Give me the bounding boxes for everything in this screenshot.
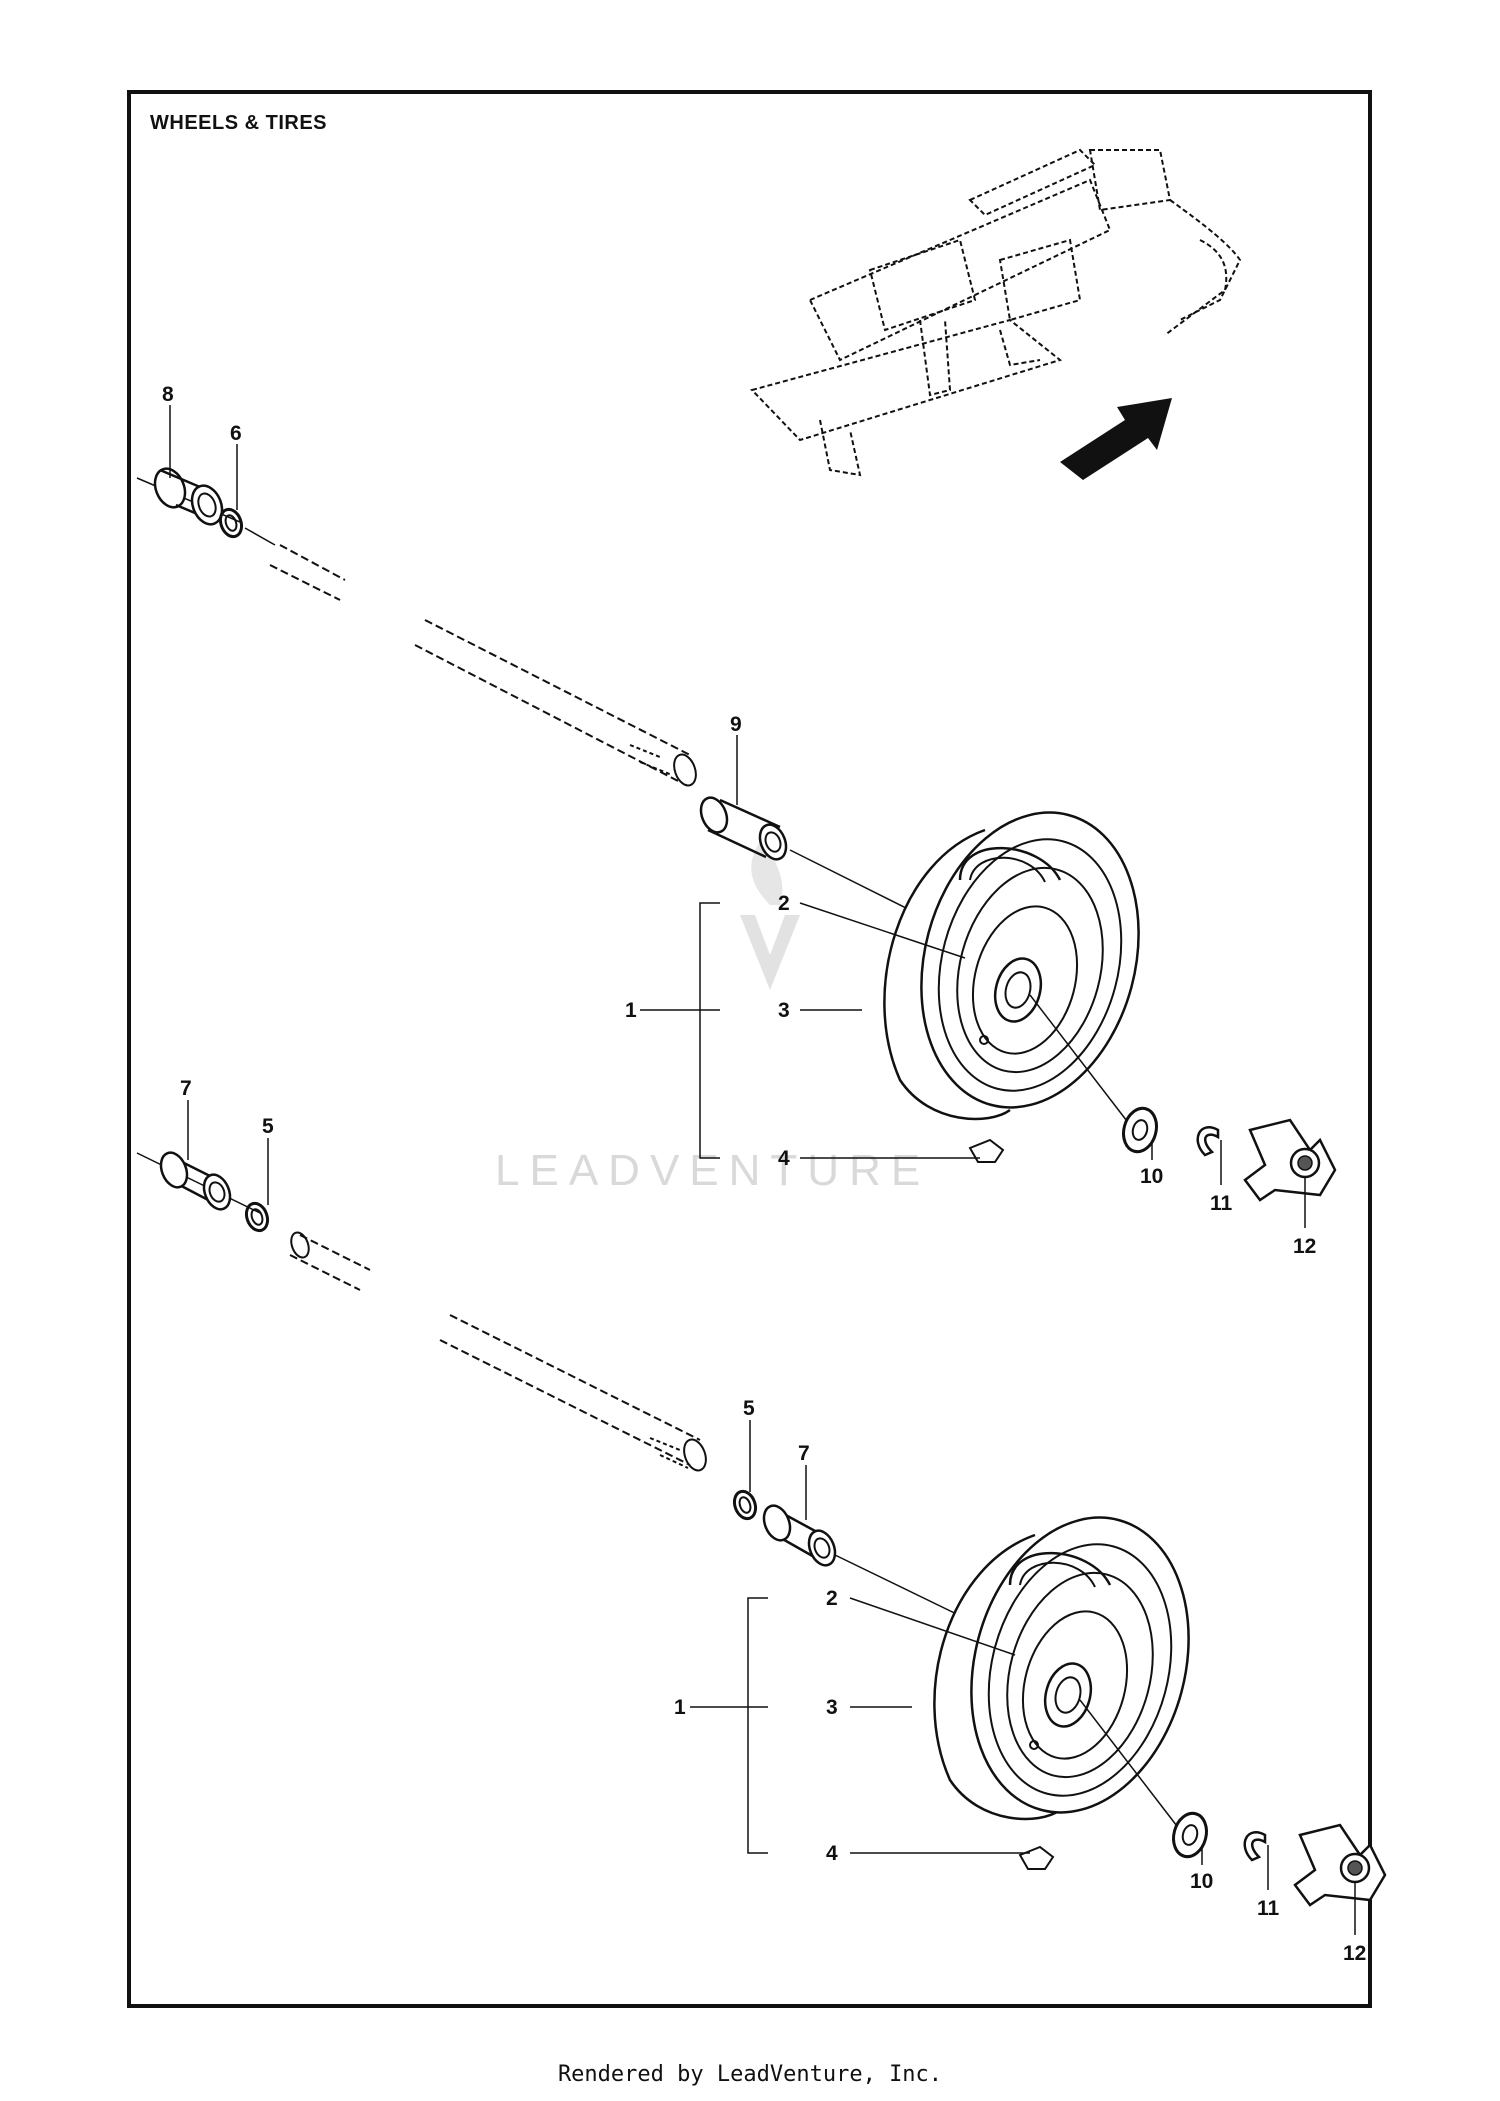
axle-lower [289, 1234, 701, 1466]
wheel-assembly-upper [883, 811, 1140, 1121]
callout-10-upper: 10 [1140, 1165, 1163, 1188]
callout-5: 5 [262, 1115, 274, 1138]
callout-9: 9 [730, 713, 742, 736]
spacer-9 [699, 796, 788, 861]
callout-3-lower: 3 [826, 1696, 838, 1719]
axle-upper [269, 544, 691, 783]
callout-3-upper: 3 [778, 999, 790, 1022]
callout-4-lower: 4 [826, 1842, 838, 1865]
clip-11-lower [1243, 1831, 1267, 1862]
spacer-8 [153, 467, 224, 526]
front-direction-arrow [1060, 398, 1172, 480]
valve-stem-4-upper [968, 1138, 1005, 1163]
upper-axle-assembly: 8 6 9 2 3 1 4 10 11 12 [136, 383, 1337, 1258]
callout-1-lower: 1 [674, 1696, 686, 1719]
diagram-title: WHEELS & TIRES [150, 112, 328, 134]
clip-11-upper [1196, 1126, 1220, 1157]
callout-11-upper: 11 [1210, 1192, 1233, 1215]
washer-10-upper [1122, 1106, 1158, 1154]
washer-6 [218, 507, 244, 539]
leader-lines-lower [187, 1100, 1356, 1935]
callout-4-upper: 4 [778, 1147, 790, 1170]
callout-12-upper: 12 [1293, 1235, 1316, 1258]
callout-8: 8 [162, 383, 174, 406]
render-credit-footer: Rendered by LeadVenture, Inc. [557, 2062, 943, 2087]
callout-5-mid: 5 [743, 1397, 755, 1420]
washer-5-mid [732, 1489, 758, 1521]
watermark-text: LEADVENTURE [495, 1146, 930, 1195]
callout-2-upper: 2 [778, 892, 790, 915]
washer-5 [244, 1201, 270, 1233]
callout-1-upper: 1 [625, 999, 637, 1022]
spacer-7-mid [762, 1504, 837, 1567]
wheel-assembly-lower [933, 1516, 1190, 1821]
tractor-frame-locator [750, 148, 1242, 477]
diagram-frame [127, 90, 1372, 2008]
callout-7-mid: 7 [798, 1442, 810, 1465]
callout-10-lower: 10 [1190, 1870, 1213, 1893]
valve-stem-4-lower [1018, 1845, 1055, 1870]
lower-axle-assembly: 7 5 5 7 2 3 1 4 10 11 12 [136, 1077, 1387, 1965]
hub-cap-12-lower [1293, 1823, 1387, 1907]
spacer-7 [159, 1151, 232, 1211]
callout-7: 7 [180, 1077, 192, 1100]
axle-end-knurl-lower [290, 1231, 707, 1472]
leader-lines-upper [169, 405, 1306, 1228]
axle-end-knurl-upper [629, 744, 697, 787]
callout-6: 6 [230, 422, 242, 445]
leadventure-watermark: LEADVENTURE [495, 830, 930, 1195]
callout-2-lower: 2 [826, 1587, 838, 1610]
washer-10-lower [1172, 1811, 1208, 1859]
callout-11-lower: 11 [1257, 1897, 1280, 1920]
hub-cap-12-upper [1243, 1118, 1337, 1202]
callout-12-lower: 12 [1343, 1942, 1366, 1965]
